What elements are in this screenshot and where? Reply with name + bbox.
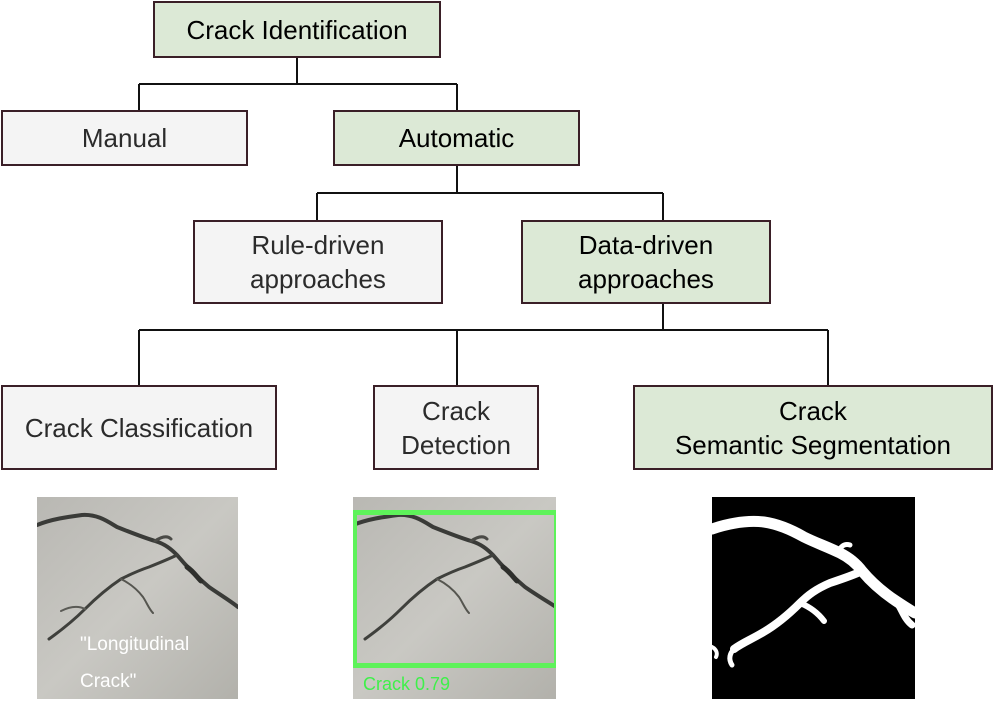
node-crack-semantic-segmentation: Crack Semantic Segmentation xyxy=(633,385,993,470)
node-automatic: Automatic xyxy=(333,110,580,166)
classification-caption-line2: Crack" xyxy=(80,671,137,692)
node-rule-driven-approaches: Rule-driven approaches xyxy=(193,220,443,304)
node-crack-classification: Crack Classification xyxy=(1,385,277,470)
node-crack-identification: Crack Identification xyxy=(153,1,441,58)
detection-example-image: Crack 0.79 xyxy=(353,497,556,699)
node-manual: Manual xyxy=(1,110,248,166)
classification-caption-line1: "Longitudinal xyxy=(80,634,190,655)
node-crack-detection: Crack Detection xyxy=(373,385,539,470)
segmentation-mask-image xyxy=(712,497,915,699)
detection-bounding-box xyxy=(353,510,556,668)
detection-confidence-label: Crack 0.79 xyxy=(363,674,451,694)
node-data-driven-approaches: Data-driven approaches xyxy=(521,220,771,304)
classification-example-image: "Longitudinal Crack" xyxy=(37,497,238,699)
